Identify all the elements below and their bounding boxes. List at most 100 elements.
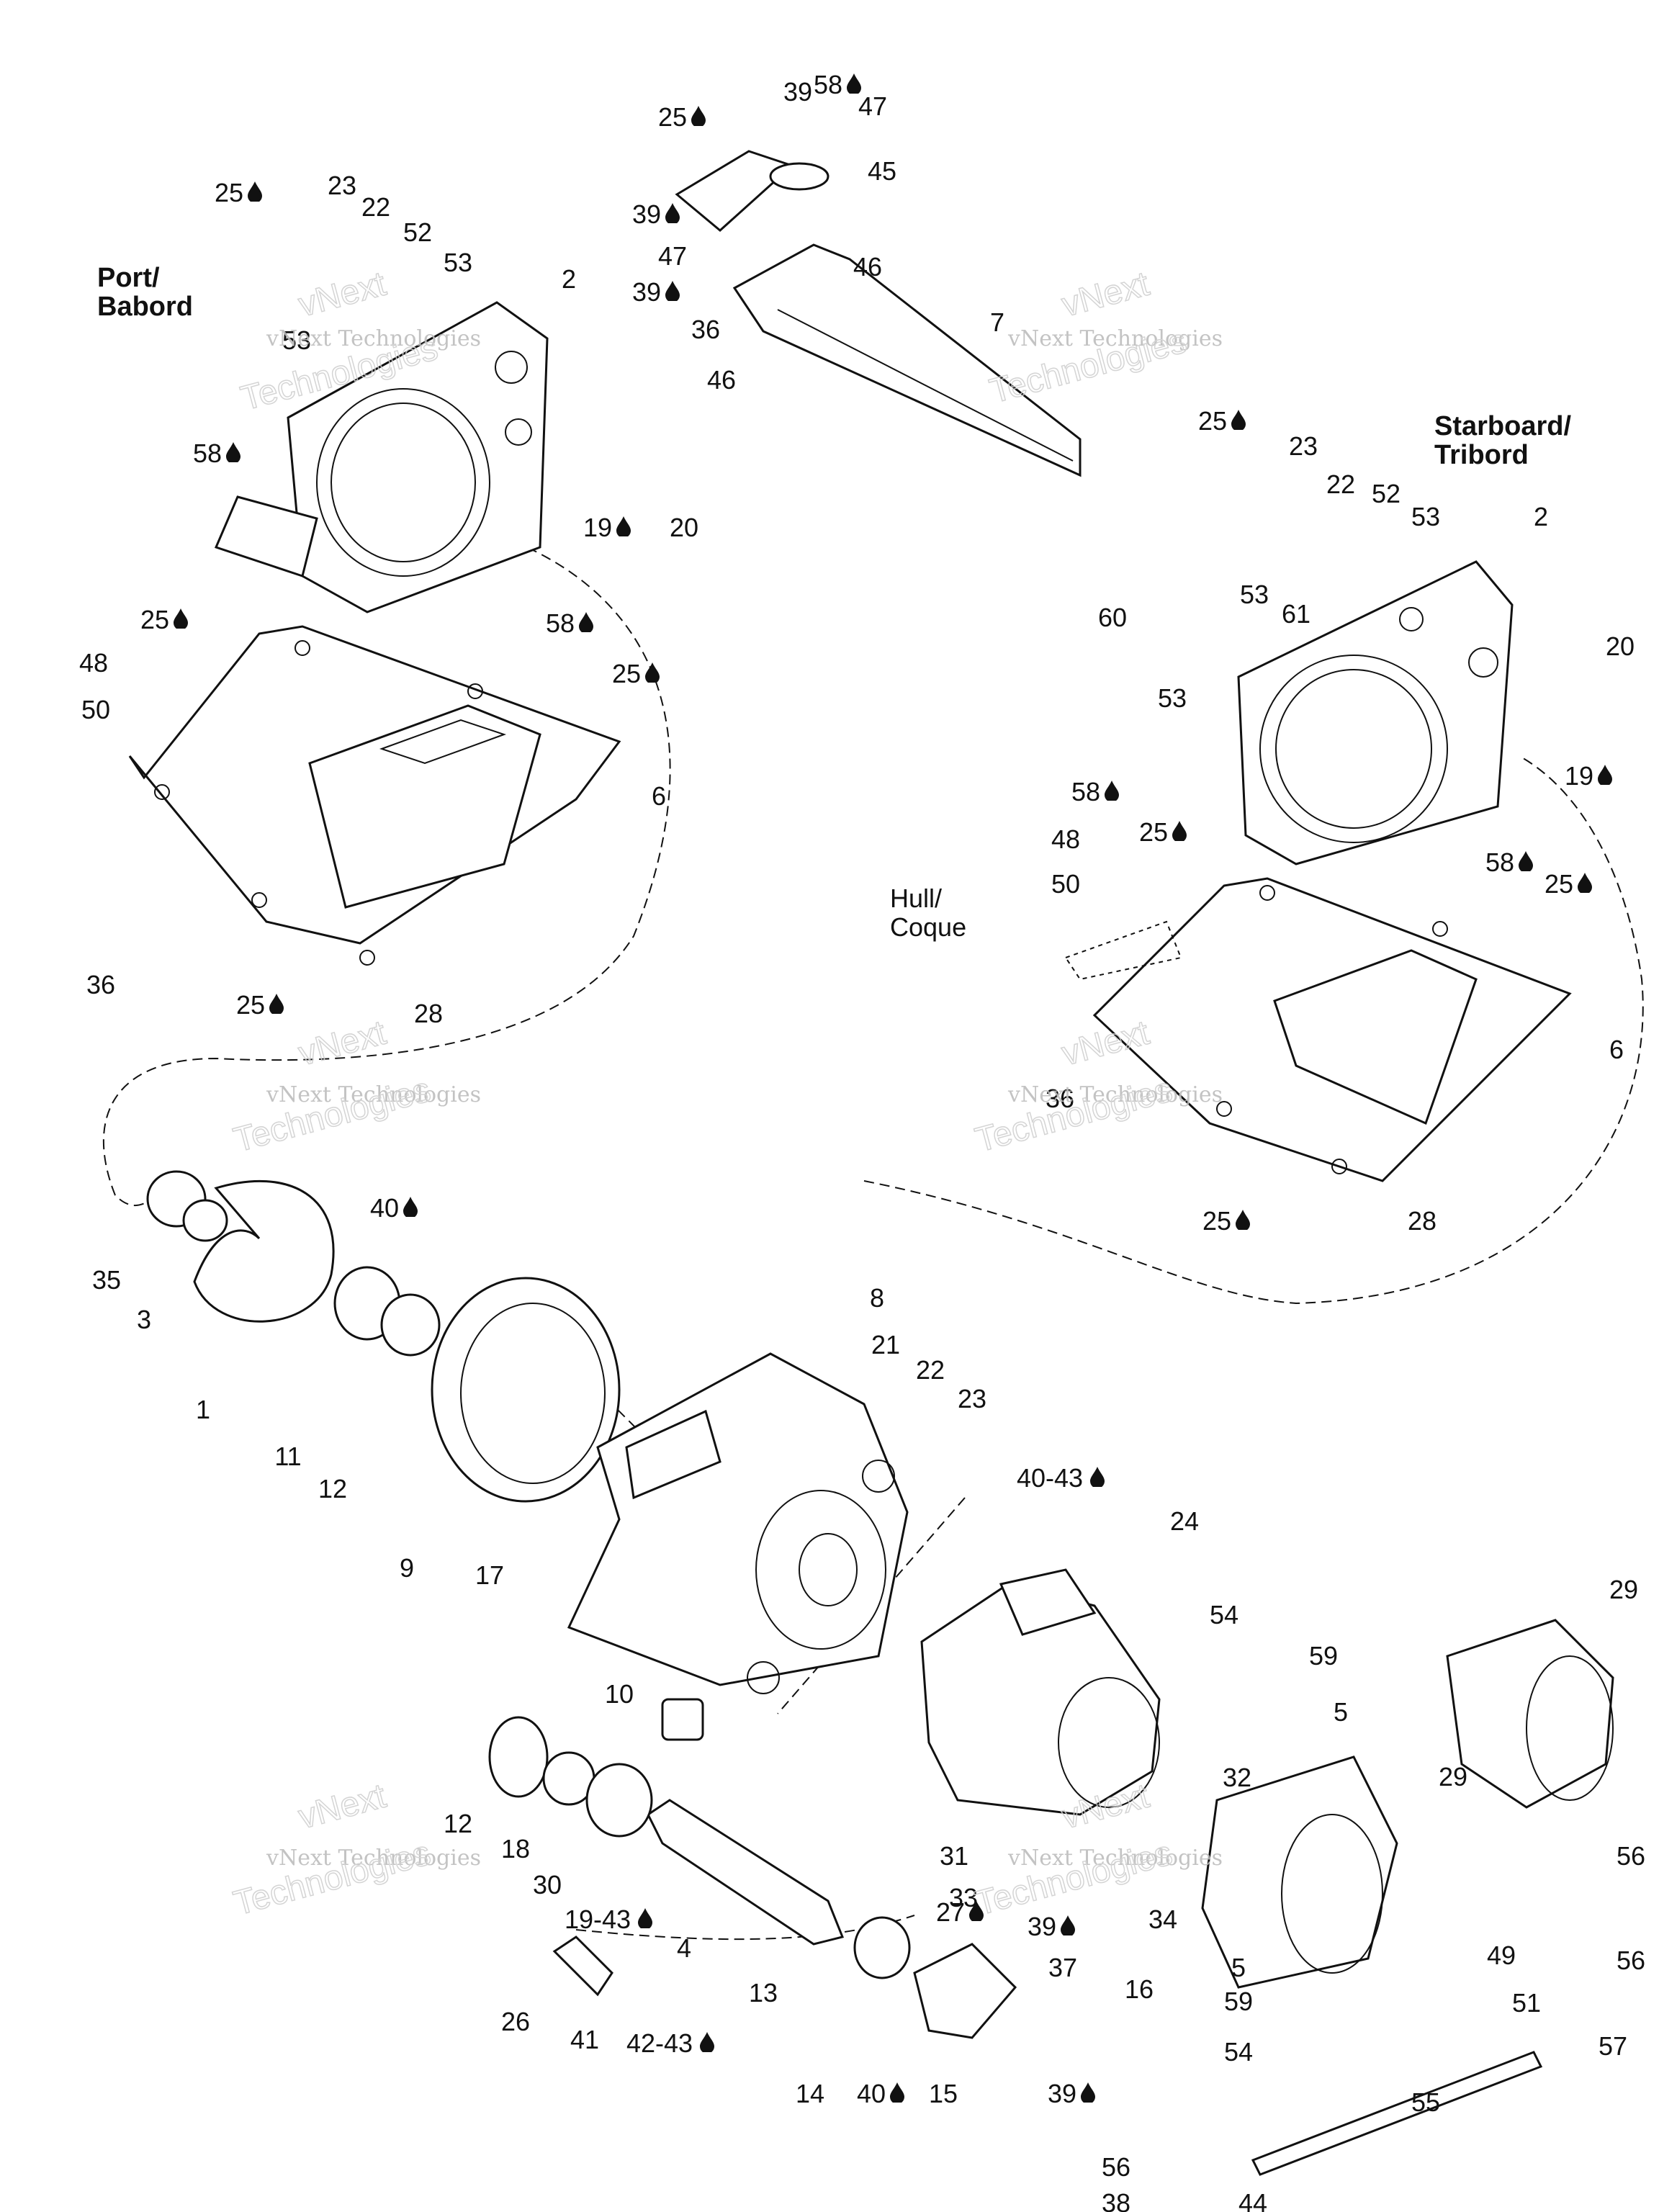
callout-label: 31 <box>940 1841 968 1871</box>
watermark-vnext: vNext <box>295 1014 390 1074</box>
callout-label: 8 <box>870 1283 884 1313</box>
callout-label: 41 <box>570 2025 599 2054</box>
callout-label: 38 <box>1102 2188 1130 2212</box>
watermark-small: vNext Technologies <box>1007 326 1223 351</box>
callout-label: 59 <box>1224 1987 1253 2016</box>
callout-label: 12 <box>318 1474 347 1503</box>
callout-label: 36 <box>691 315 720 344</box>
watermark-small: vNext Technologies <box>1007 1082 1223 1107</box>
callout-label: 50 <box>1051 869 1080 899</box>
callout-label: 25 <box>140 605 169 634</box>
callout-label: 11 <box>274 1442 301 1471</box>
callout-label: 42-43 <box>626 2028 693 2058</box>
watermark-small: vNext Technologies <box>1007 1845 1223 1871</box>
callout-label: 55 <box>1411 2087 1440 2117</box>
callout-label: 28 <box>414 999 443 1028</box>
callout-label: 39 <box>1048 2079 1076 2108</box>
callout-label: 53 <box>1240 580 1269 609</box>
callout-label: 25 <box>1545 869 1573 899</box>
lubricant-drop-icon <box>248 181 262 202</box>
callout-label: 22 <box>916 1355 945 1385</box>
lubricant-drop-icon <box>1236 1210 1250 1230</box>
callout-label: 6 <box>1609 1035 1624 1064</box>
callout-label: 45 <box>868 156 896 186</box>
callout-label: 10 <box>605 1679 634 1709</box>
lubricant-drop-icon <box>1090 1467 1105 1487</box>
lubricant-drop-icon <box>1172 821 1187 841</box>
callout-label: 58 <box>1485 848 1514 877</box>
callout-label: 19 <box>583 513 612 542</box>
callout-label: 22 <box>361 192 390 222</box>
callout-label: 5 <box>1231 1953 1246 1982</box>
lubricant-drop-icon <box>226 442 240 462</box>
callout-label: 46 <box>853 252 882 282</box>
lubricant-drop-icon <box>1519 851 1533 871</box>
callout-label: 14 <box>796 2079 824 2108</box>
callout-label: 17 <box>475 1560 504 1590</box>
callout-label: 56 <box>1617 1946 1645 1975</box>
lubricant-drop-icon <box>579 612 593 632</box>
callout-label: 28 <box>1408 1206 1437 1236</box>
venturi-nozzle <box>920 1568 1161 1816</box>
callout-label: 20 <box>670 513 698 542</box>
callout-label: 39 <box>783 77 812 107</box>
lubricant-drop-icon <box>638 1908 652 1928</box>
callout-label: 29 <box>1609 1575 1638 1604</box>
callout-label: 57 <box>1599 2031 1627 2061</box>
callout-label: 61 <box>1282 599 1310 629</box>
callout-label: 53 <box>1158 683 1187 713</box>
callout-label: 51 <box>1512 1988 1541 2018</box>
callout-label: 2 <box>1534 502 1548 531</box>
callout-label: 4 <box>677 1933 691 1963</box>
callout-label: 58 <box>193 439 222 468</box>
callout-label: 46 <box>707 365 736 395</box>
callout-label: 37 <box>1048 1953 1077 1982</box>
pump-housing <box>567 1352 909 1694</box>
callout-label: 47 <box>658 241 687 271</box>
callout-label: 52 <box>1372 479 1401 508</box>
callout-label: 23 <box>958 1384 986 1413</box>
callout-label: 35 <box>92 1265 121 1295</box>
callout-label: 19-43 <box>565 1905 631 1934</box>
steering-nozzle <box>1201 1619 1614 1989</box>
callout-label: 56 <box>1617 1841 1645 1871</box>
port-reverse-bracket <box>214 301 549 613</box>
callout-label: 1 <box>196 1395 210 1424</box>
callout-label: 32 <box>1223 1763 1251 1792</box>
callout-label: 36 <box>86 970 115 999</box>
callout-label: 58 <box>1071 777 1100 806</box>
callout-label: 3 <box>137 1305 151 1334</box>
hull-label-line1: Hull/ <box>890 884 942 913</box>
callout-label: 54 <box>1210 1600 1238 1629</box>
impeller-assembly <box>146 1170 621 1503</box>
lubricant-drop-icon <box>890 2082 904 2103</box>
callout-label: 22 <box>1326 469 1355 499</box>
port-ride-plate <box>128 625 621 966</box>
callout-label: 23 <box>328 171 356 200</box>
starboard-header-line1: Starboard/ <box>1434 411 1571 441</box>
port-header-line2: Babord <box>97 292 193 322</box>
callout-label: 40-43 <box>1017 1463 1083 1493</box>
watermark-small: vNext Technologies <box>266 1082 481 1107</box>
callout-label: 39 <box>632 277 661 307</box>
starboard-reverse-bracket <box>1237 560 1514 866</box>
callout-label: 49 <box>1487 1941 1516 1970</box>
callout-label: 25 <box>215 178 243 207</box>
lubricant-drop-icon <box>269 994 284 1014</box>
callout-label: 48 <box>1051 824 1080 854</box>
hull-label-line2: Coque <box>890 912 966 942</box>
callout-label: 25 <box>1139 817 1168 847</box>
starboard-header-line2: Tribord <box>1434 440 1529 470</box>
callout-label: 48 <box>79 648 108 678</box>
watermark-small: vNext Technologies <box>266 326 481 351</box>
callout-label: 24 <box>1170 1506 1199 1536</box>
lubricant-drop-icon <box>1105 781 1119 801</box>
callout-label: 25 <box>236 990 265 1020</box>
callout-label: 53 <box>282 325 311 355</box>
lubricant-drop-icon <box>1231 410 1246 430</box>
watermark-small: vNext Technologies <box>266 1845 481 1871</box>
callout-label: 52 <box>403 217 432 247</box>
watermark-vnext: vNext <box>1058 265 1153 325</box>
lubricant-drop-icon <box>700 2032 714 2052</box>
